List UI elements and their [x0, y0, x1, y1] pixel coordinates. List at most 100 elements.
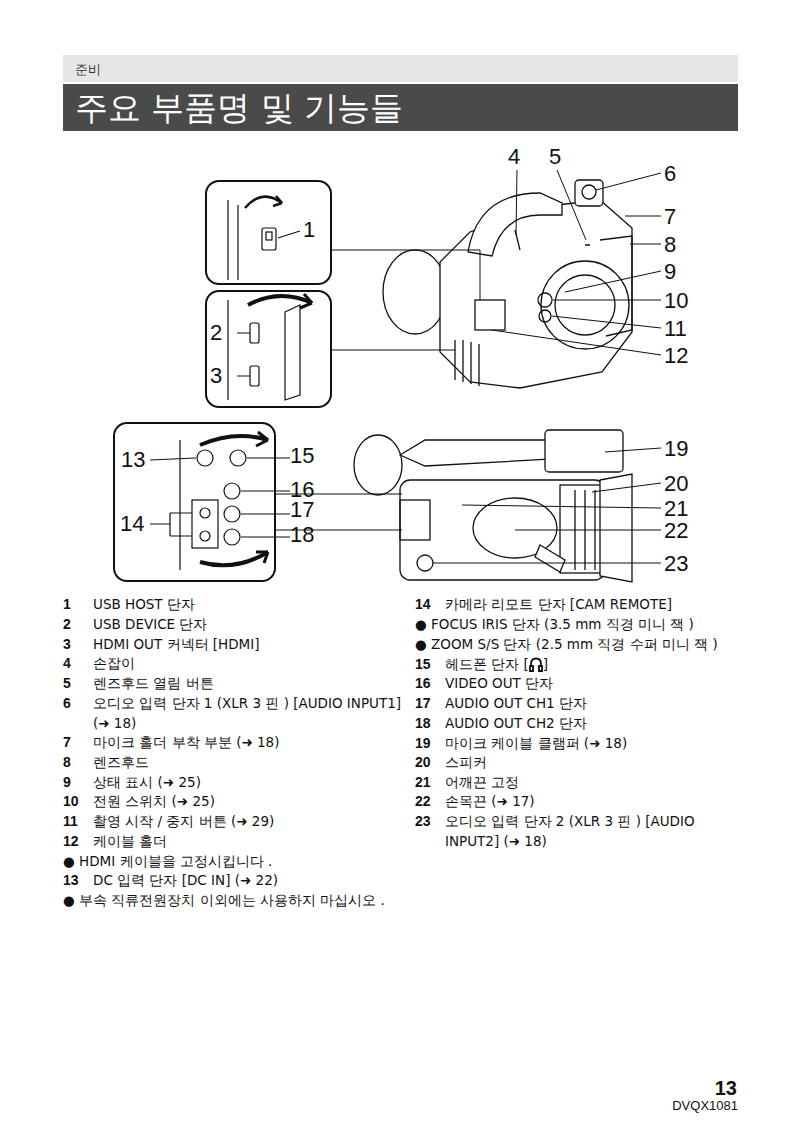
- callout-number: 20: [664, 471, 688, 497]
- illustration-part: [630, 244, 661, 245]
- illustration-part: [557, 170, 586, 240]
- top-camera: [383, 180, 632, 388]
- illustration-part: [197, 450, 213, 466]
- callout-number: 7: [664, 204, 676, 230]
- illustration-part: [300, 294, 312, 308]
- illustration-part: [539, 310, 551, 322]
- callout-number: 13: [121, 447, 145, 473]
- list-number: 2: [63, 615, 71, 634]
- note-text: ● ZOOM S/S 단자 (2.5 mm 직경 수퍼 미니 잭 ): [415, 635, 755, 655]
- callout-number: 6: [664, 161, 676, 187]
- illustration-part: [266, 232, 272, 240]
- illustration-part: [475, 300, 505, 330]
- part-description: 오디오 입력 단자 1 (XLR 3 핀 ) [AUDIO INPUT1] (➜…: [93, 694, 411, 733]
- part-description: 마이크 케이블 클램퍼 (➜ 18): [445, 734, 745, 754]
- side-camera: [354, 430, 632, 582]
- illustration-part: [273, 196, 282, 206]
- list-number: 19: [415, 734, 431, 753]
- part-description: ]: [543, 655, 548, 675]
- leader-lines: [276, 170, 661, 563]
- list-number: 18: [415, 714, 431, 733]
- illustration-part: [433, 563, 661, 564]
- illustration-part: [605, 448, 661, 452]
- headphone-item: 헤드폰 단자 []: [445, 655, 548, 675]
- list-number: 16: [415, 674, 431, 693]
- callout-number: 19: [664, 436, 688, 462]
- callout-number: 23: [664, 551, 688, 577]
- page-number: 13: [715, 1077, 737, 1099]
- illustration-part: [383, 250, 447, 334]
- callout-number: 3: [210, 363, 222, 389]
- part-description: 어깨끈 고정: [445, 773, 745, 793]
- callout-number: 4: [508, 144, 520, 170]
- callout-number: 12: [664, 343, 688, 369]
- illustration-part: [440, 200, 632, 388]
- illustration-part: [553, 300, 661, 301]
- illustration-part: [227, 300, 228, 400]
- illustration-part: [565, 271, 661, 292]
- section-band: [63, 55, 738, 82]
- part-description: VIDEO OUT 단자: [445, 674, 745, 694]
- note-text: ● 부속 직류전원장치 이외에는 사용하지 마십시오 .: [63, 891, 393, 911]
- illustration-part: [262, 228, 276, 250]
- list-number: 22: [415, 792, 431, 811]
- illustration-part: [515, 230, 590, 250]
- part-description: USB DEVICE 단자: [93, 615, 411, 635]
- list-number: 8: [63, 753, 71, 772]
- illustration-part: [592, 483, 661, 492]
- illustration-part: [228, 200, 238, 280]
- illustration-part: [224, 483, 240, 499]
- illustration-part: [354, 435, 402, 495]
- callout-number: 18: [290, 522, 314, 548]
- illustration-part: [600, 236, 632, 336]
- illustration-part: [250, 366, 259, 386]
- part-description: 렌즈후드: [93, 753, 411, 773]
- part-description: 헤드폰 단자 [: [445, 655, 529, 675]
- callout-number: 2: [210, 320, 222, 346]
- illustration-part: [150, 458, 290, 537]
- callout-number: 17: [290, 497, 314, 523]
- callout-number: 10: [664, 288, 688, 314]
- list-number: 12: [63, 832, 79, 851]
- list-number: 11: [63, 812, 78, 831]
- part-description: 촬영 시작 / 중지 버튼 (➜ 29): [93, 812, 411, 832]
- illustration-part: [455, 340, 479, 386]
- illustration-part: [582, 185, 596, 199]
- illustration-part: [596, 173, 661, 190]
- illustration-part: [285, 305, 300, 400]
- note-text: ● FOCUS IRIS 단자 (3.5 mm 직경 미니 잭 ): [415, 615, 755, 635]
- part-description: DC 입력 단자 [DC IN] (➜ 22): [93, 871, 411, 891]
- illustration-part: [492, 330, 661, 355]
- list-number: 6: [63, 694, 71, 713]
- note-text: ● HDMI 케이블을 고정시킵니다 .: [63, 852, 393, 872]
- callout-number: 8: [664, 232, 676, 258]
- callout-number: 22: [664, 518, 688, 544]
- illustration-part: [515, 530, 661, 531]
- part-description: 손목끈 (➜ 17): [445, 792, 745, 812]
- part-description: 상태 표시 (➜ 25): [93, 773, 411, 793]
- illustration-part: [555, 275, 615, 335]
- document-code: DVQX1081: [672, 1098, 738, 1114]
- inset-frame: 131415161718: [113, 422, 276, 582]
- illustration-part: [248, 296, 312, 305]
- illustration-part: [237, 333, 250, 376]
- illustration-part: [538, 293, 552, 307]
- illustration-part: [332, 350, 455, 351]
- illustration-part: [575, 180, 603, 206]
- illustration-part: [224, 506, 240, 522]
- part-description: 렌즈후드 열림 버튼: [93, 674, 411, 694]
- list-number: 9: [63, 773, 71, 792]
- part-description: HDMI OUT 커넥터 [HDMI]: [93, 635, 411, 655]
- illustration-part: [400, 500, 430, 540]
- illustration-part: [535, 545, 565, 572]
- list-number: 20: [415, 753, 431, 772]
- illustration-part: [552, 316, 661, 328]
- illustration-part: [516, 170, 517, 235]
- list-number: 7: [63, 733, 71, 752]
- illustration-part: [256, 552, 268, 563]
- headphone-icon: [529, 657, 543, 672]
- callout-number: 15: [290, 443, 314, 469]
- illustration-part: [250, 323, 259, 343]
- part-description: AUDIO OUT CH2 단자: [445, 714, 745, 734]
